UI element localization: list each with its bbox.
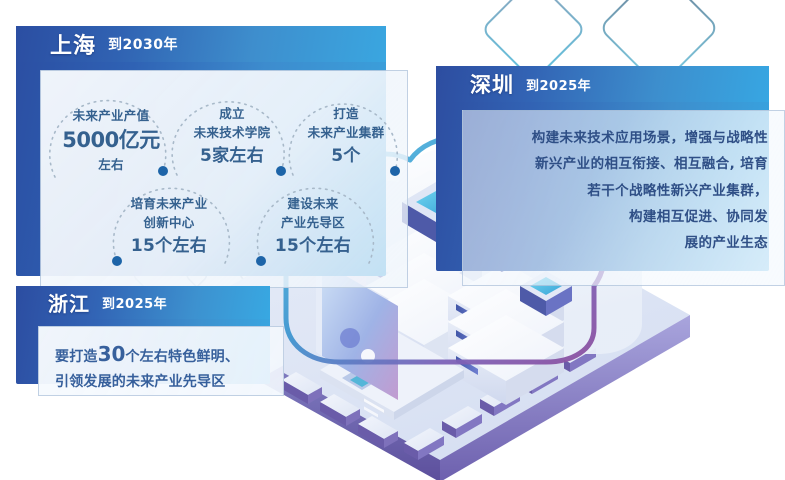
panel-body-zhejiang: 要打造30个左右特色鲜明、 引领发展的未来产业先导区: [38, 326, 284, 396]
bubble-arc-4: [112, 187, 231, 266]
bubble-pilot-zone: 建设未来 产业先导区 15个左右: [247, 171, 379, 269]
panel-header-shenzhen: 深圳 到2025年: [436, 66, 769, 102]
zhejiang-line-1-post: 个左右特色鲜明、: [125, 349, 240, 365]
target-year-shenzhen: 到2025年: [526, 78, 592, 94]
bubble-arc-1: [48, 99, 168, 178]
city-name-zhejiang: 浙江: [48, 292, 90, 316]
bubble-arc-3: [288, 103, 400, 176]
panel-body-shanghai: 未来产业产值 5000亿元 左右 成立 未来技术学院 5家左右: [40, 70, 408, 288]
laptop: [316, 258, 464, 420]
shenzhen-line-5: 展的产业生态: [684, 235, 768, 252]
rhombus-outline-top-right: [602, 0, 716, 85]
city-name-shanghai: 上海: [50, 34, 97, 59]
shenzhen-line-3: 若干个战略性新兴产业集群，: [587, 182, 768, 199]
shenzhen-line-2: 新兴产业的相互衔接、相互融合, 培育: [534, 156, 768, 173]
panel-header-zhejiang: 浙江 到2025年: [16, 286, 270, 319]
shenzhen-line-4: 构建相互促进、协同发: [629, 208, 768, 225]
bubble-dot-1: [158, 166, 168, 176]
panel-shenzhen: 深圳 到2025年 构建未来技术应用场景，增强与战略性 新兴产业的相互衔接、相互…: [436, 66, 785, 286]
panel-shanghai: 上海 到2030年 未来产业产值 5000亿元 左右: [16, 26, 408, 288]
bubble-future-tech-school: 成立 未来技术学院 5家左右: [169, 81, 295, 179]
bubble-dot-3: [390, 166, 400, 176]
panel-zhejiang: 浙江 到2025年 要打造30个左右特色鲜明、 引领发展的未来产业先导区: [16, 286, 284, 396]
bubble-arc-2: [171, 101, 286, 176]
city-name-shenzhen: 深圳: [470, 73, 514, 97]
zhejiang-line-1-pre: 要打造: [55, 349, 98, 365]
zhejiang-line-1: 要打造30个左右特色鲜明、: [55, 338, 273, 371]
target-year-shanghai: 到2030年: [108, 37, 178, 53]
bubble-arc-5: [256, 187, 375, 266]
target-year-zhejiang: 到2025年: [102, 297, 168, 312]
zhejiang-line-2: 引领发展的未来产业先导区: [55, 374, 226, 390]
zhejiang-description: 要打造30个左右特色鲜明、 引领发展的未来产业先导区: [39, 327, 283, 394]
panel-body-shenzhen: 构建未来技术应用场景，增强与战略性 新兴产业的相互衔接、相互融合, 培育 若干个…: [462, 110, 785, 286]
shenzhen-description: 构建未来技术应用场景，增强与战略性 新兴产业的相互衔接、相互融合, 培育 若干个…: [463, 111, 784, 257]
bubble-output-value: 未来产业产值 5000亿元 左右: [45, 81, 177, 179]
bubble-dot-2: [276, 166, 286, 176]
bubble-industry-cluster: 打造 未来产业集群 5个: [285, 81, 407, 179]
panel-header-shanghai: 上海 到2030年: [16, 26, 386, 62]
rhombus-outline-top-left: [484, 0, 583, 79]
bubble-dot-4: [112, 256, 122, 266]
shenzhen-line-1: 构建未来技术应用场景，增强与战略性: [531, 130, 768, 146]
zhejiang-count: 30: [97, 342, 126, 366]
bubble-dot-5: [256, 256, 266, 266]
bubble-innovation-center: 培育未来产业 创新中心 15个左右: [103, 171, 235, 269]
